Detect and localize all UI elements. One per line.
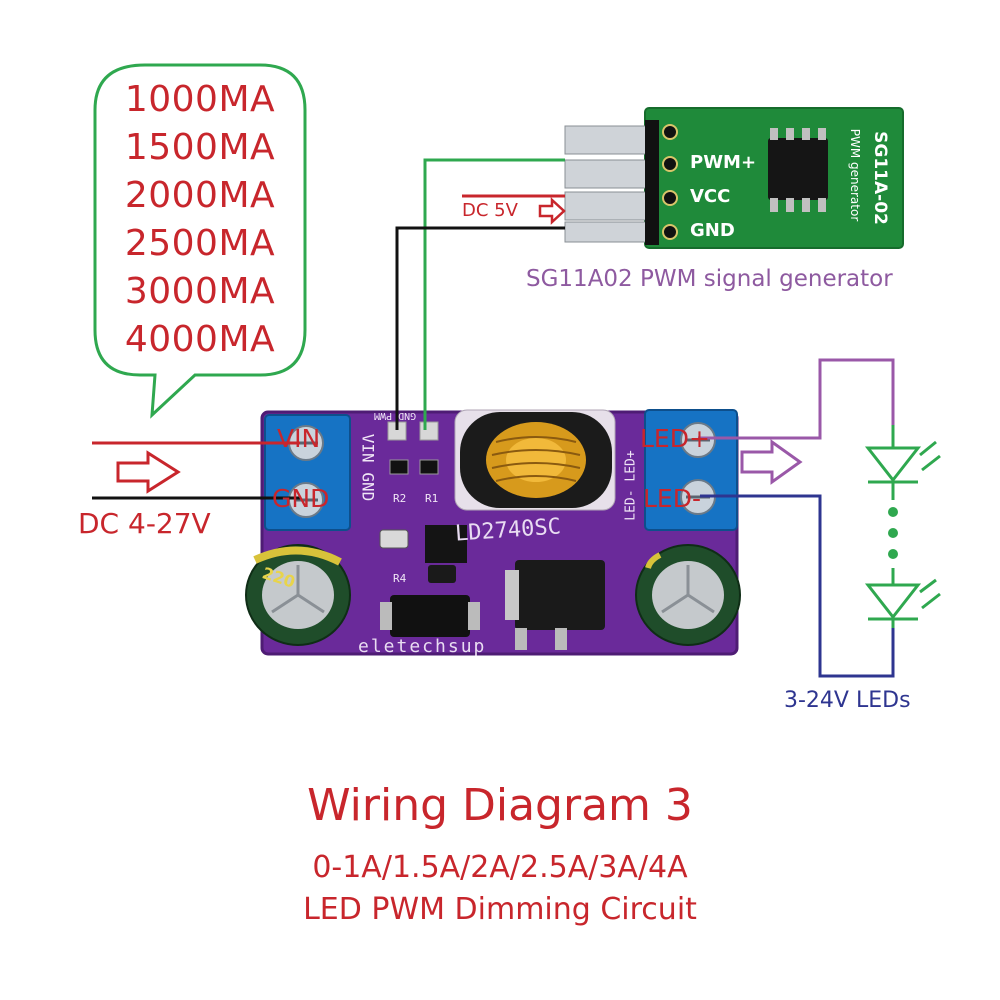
driver-pcb [262,412,737,654]
pwm-pin-vcc-label: VCC [690,186,731,207]
led-1 [864,425,941,500]
diode [390,595,470,637]
output-terminal-block [644,409,738,531]
pwm-wire [423,158,565,430]
current-option: 1000MA [124,79,276,120]
input-capacitor [245,544,351,646]
pwm-generator-board [564,107,904,249]
current-option: 2500MA [124,223,276,264]
pwm-board-name: SG11A-02 [870,131,890,225]
gnd-label: GND [272,484,330,513]
led-chain-dots [888,507,898,559]
output-arrow [740,439,803,485]
resistor-r2 [389,459,409,475]
silk-r4: R4 [393,572,407,585]
board-brand: eletechsup [358,636,487,657]
mosfet [505,560,605,650]
led-plus-wire [698,358,895,440]
led-2 [864,568,941,628]
driver-ic [425,525,467,563]
leds-voltage-label: 3-24V LEDs [784,688,911,713]
vin-label: VIN [277,424,321,453]
led-plus-label: LED+ [640,424,710,453]
diagram-title: Wiring Diagram 3 [307,780,693,831]
dc5v-arrow [538,197,566,225]
led-minus-label: LED- [643,484,701,513]
dc5v-label: DC 5V [462,200,518,221]
silk-r1: R1 [425,492,439,505]
diagram-subtitle-2: LED PWM Dimming Circuit [303,892,697,927]
current-options-bubble [93,63,307,419]
silk-gnd-pwm: GND PWM [374,410,417,421]
input-voltage-label: DC 4-27V [78,507,211,540]
silk-vin-gnd: VIN GND [358,433,378,502]
current-option: 2000MA [124,175,276,216]
pwm-pin-pwm-label: PWM+ [690,152,757,173]
silk-r2: R2 [393,492,407,505]
output-capacitor [635,544,741,646]
pwm-pin-gnd-label: GND [690,220,735,241]
led-minus-wire [700,494,895,678]
pwm-caption: SG11A02 PWM signal generator [526,266,893,292]
pwm-gnd-wire [395,226,565,430]
diagram-subtitle-1: 0-1A/1.5A/2A/2.5A/3A/4A [312,850,688,885]
resistor-r1 [419,459,439,475]
current-option: 4000MA [124,319,276,360]
inductor [454,409,616,511]
silk-led: LED- LED+ [623,450,639,521]
pwm-board-sub: PWM generator [848,128,862,222]
current-option: 3000MA [124,271,276,312]
current-option: 1500MA [124,127,276,168]
input-arrow [116,450,181,494]
